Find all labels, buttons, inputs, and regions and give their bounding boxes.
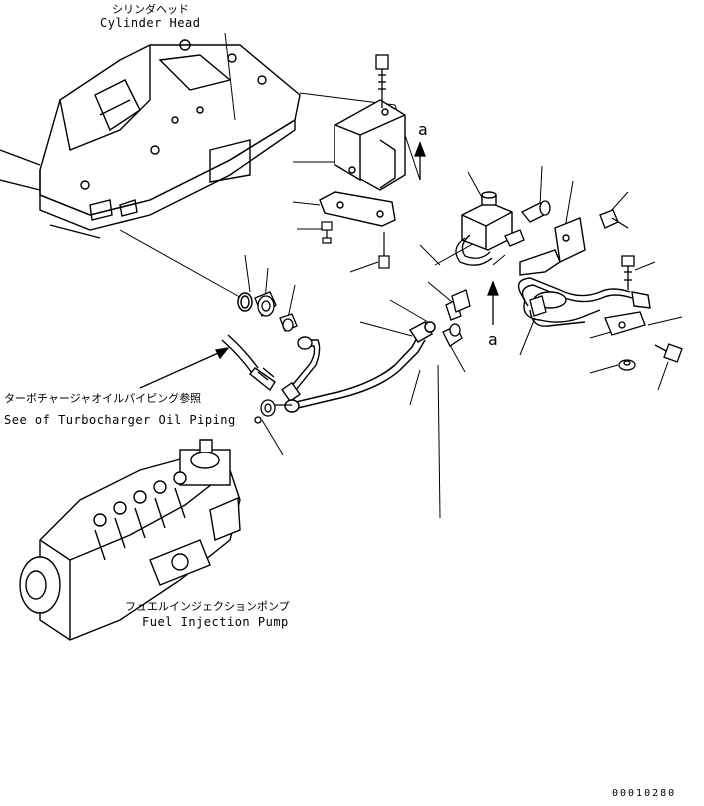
adapter-fitting xyxy=(254,291,277,318)
view-arrow-top xyxy=(414,141,426,180)
fuel-injection-pump xyxy=(19,439,241,641)
arrow-turbo xyxy=(139,347,230,389)
mounting-bracket xyxy=(334,99,406,191)
sensor-clip xyxy=(504,229,525,247)
bolt-small-center xyxy=(378,232,390,269)
bolt-right xyxy=(599,209,629,229)
view-arrow-bottom xyxy=(487,280,499,325)
cylinder-head-label-jp: シリンダヘッド xyxy=(112,2,189,16)
view-a-label-bottom: a xyxy=(488,330,498,349)
nipple-fitting xyxy=(451,289,471,313)
washer xyxy=(618,359,636,371)
bolt-top xyxy=(375,54,389,108)
view-a-label-top: a xyxy=(418,120,428,139)
banjo-fitting xyxy=(254,399,292,424)
fuel-pump-label-en: Fuel Injection Pump xyxy=(142,615,289,629)
harness-bracket xyxy=(519,217,586,276)
main-tube xyxy=(284,320,436,413)
bent-tube-left xyxy=(281,336,321,403)
bolt-bottom-right xyxy=(654,343,683,363)
turbo-piping-label-en: See of Turbocharger Oil Piping xyxy=(4,413,236,427)
sensor-plug xyxy=(520,200,551,223)
bolt-right-vertical xyxy=(621,255,635,290)
fuel-pump-label-jp: フュエルインジェクションポンプ xyxy=(125,600,290,613)
o-ring xyxy=(237,292,253,312)
connector-fitting xyxy=(279,313,298,332)
clamp xyxy=(604,311,646,336)
turbo-oil-hose xyxy=(221,334,276,392)
drawing-number: 00010280 xyxy=(612,788,676,799)
plate xyxy=(319,191,396,227)
cylinder-head xyxy=(0,39,301,239)
harness-wire xyxy=(455,234,493,266)
sensor-block xyxy=(461,191,513,251)
bolt-small-left xyxy=(321,221,333,244)
cylinder-head-label-en: Cylinder Head xyxy=(100,16,200,30)
bolt-clip xyxy=(529,295,547,317)
turbo-piping-label-jp: ターボチャージャオイルパイピング参照 xyxy=(4,391,201,405)
